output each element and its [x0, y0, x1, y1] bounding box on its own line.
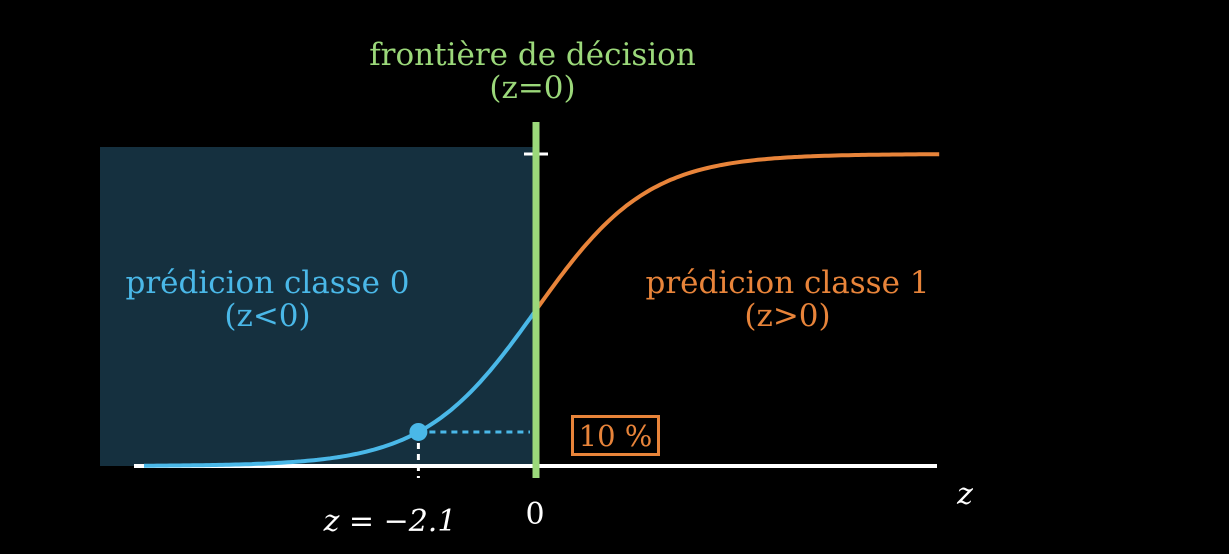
class0-subtitle: (z<0) [224, 298, 311, 334]
boundary-title: frontière de décision [369, 37, 696, 73]
probability-label: 10 % [571, 415, 660, 456]
sigmoid-curve-class1 [534, 152, 940, 312]
sigmoid-curve-class0 [144, 308, 538, 468]
class0-title: prédicion classe 0 [125, 265, 410, 301]
class1-title: prédicion classe 1 [645, 265, 930, 301]
zero-tick-label: 0 [525, 497, 545, 532]
x-axis-label: z [957, 477, 973, 512]
class0-region [100, 147, 536, 466]
class1-subtitle: (z>0) [744, 298, 831, 334]
z-value-label: z = −2.1 [323, 504, 457, 539]
boundary-subtitle: (z=0) [489, 70, 576, 106]
highlight-point [409, 422, 428, 441]
